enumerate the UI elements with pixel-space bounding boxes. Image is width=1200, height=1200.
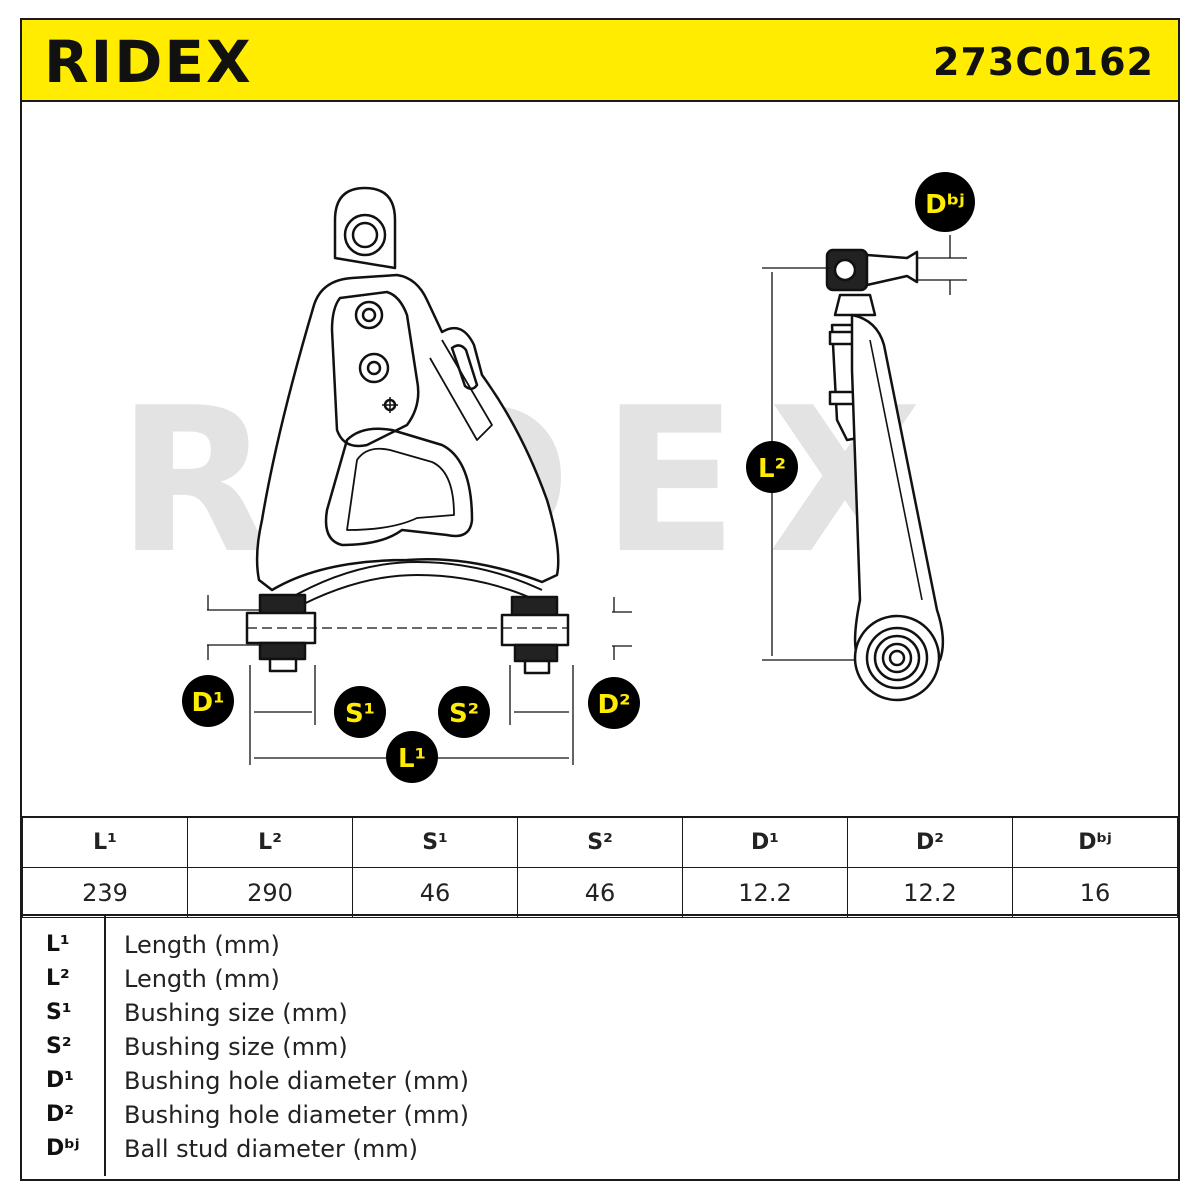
spec-header-row: L¹ L² S¹ S² D¹ D² Dᵇʲ xyxy=(22,816,1178,868)
spec-value: 46 xyxy=(517,867,683,918)
legend-code: S¹ xyxy=(46,1000,72,1025)
spec-value-row: 239 290 46 46 12.2 12.2 16 xyxy=(22,867,1178,918)
legend-item: S¹ Bushing size (mm) xyxy=(22,996,1178,1030)
legend-code: L¹ xyxy=(46,932,70,957)
legend-divider xyxy=(104,914,106,1176)
ridex-logo: RIDEX xyxy=(44,30,253,92)
control-arm-front-view xyxy=(245,186,570,675)
svg-text:Dᵇʲ: Dᵇʲ xyxy=(925,190,965,220)
header-bar: RIDEX 273C0162 xyxy=(22,20,1178,102)
technical-drawing: RIDEX xyxy=(117,172,975,783)
legend-item: L² Length (mm) xyxy=(22,962,1178,996)
legend-item: D² Bushing hole diameter (mm) xyxy=(22,1098,1178,1132)
legend-desc: Ball stud diameter (mm) xyxy=(124,1135,419,1163)
badge-l2: L² xyxy=(746,441,798,493)
svg-text:D²: D² xyxy=(598,690,631,720)
spec-value: 12.2 xyxy=(682,867,848,918)
svg-text:S¹: S¹ xyxy=(345,699,375,729)
badge-d2: D² xyxy=(588,677,640,729)
legend-code: Dᵇʲ xyxy=(46,1136,80,1161)
badge-d1: D¹ xyxy=(182,675,234,727)
spec-header: L² xyxy=(187,816,353,868)
svg-text:RIDEX: RIDEX xyxy=(44,30,253,92)
svg-text:L²: L² xyxy=(758,454,786,484)
spec-header: D¹ xyxy=(682,816,848,868)
control-arm-side-view xyxy=(825,248,945,702)
svg-text:S²: S² xyxy=(449,699,479,729)
badge-l1: L¹ xyxy=(386,731,438,783)
svg-text:D¹: D¹ xyxy=(192,688,225,718)
badge-s1: S¹ xyxy=(334,686,386,738)
legend-desc: Bushing size (mm) xyxy=(124,999,348,1027)
spec-value: 12.2 xyxy=(847,867,1013,918)
svg-text:L¹: L¹ xyxy=(398,744,426,774)
legend-code: D¹ xyxy=(46,1068,74,1093)
legend: L¹ Length (mm) L² Length (mm) S¹ Bushing… xyxy=(22,914,1178,1166)
badge-dbj: Dᵇʲ xyxy=(915,172,975,232)
spec-value: 46 xyxy=(352,867,518,918)
legend-desc: Bushing hole diameter (mm) xyxy=(124,1067,469,1095)
legend-desc: Length (mm) xyxy=(124,931,280,959)
spec-header: Dᵇʲ xyxy=(1012,816,1178,868)
legend-desc: Bushing size (mm) xyxy=(124,1033,348,1061)
product-sheet-frame: RIDEX 273C0162 RIDEX xyxy=(20,18,1180,1181)
spec-table: L¹ L² S¹ S² D¹ D² Dᵇʲ 239 290 46 46 12.2… xyxy=(22,816,1178,918)
legend-desc: Bushing hole diameter (mm) xyxy=(124,1101,469,1129)
legend-item: L¹ Length (mm) xyxy=(22,928,1178,962)
spec-header: S¹ xyxy=(352,816,518,868)
legend-item: Dᵇʲ Ball stud diameter (mm) xyxy=(22,1132,1178,1166)
part-number: 273C0162 xyxy=(933,40,1154,84)
legend-code: D² xyxy=(46,1102,74,1127)
legend-desc: Length (mm) xyxy=(124,965,280,993)
spec-header: D² xyxy=(847,816,1013,868)
legend-code: L² xyxy=(46,966,70,991)
spec-header: S² xyxy=(517,816,683,868)
badge-s2: S² xyxy=(438,686,490,738)
legend-item: D¹ Bushing hole diameter (mm) xyxy=(22,1064,1178,1098)
spec-header: L¹ xyxy=(22,816,188,868)
spec-value: 239 xyxy=(22,867,188,918)
spec-value: 290 xyxy=(187,867,353,918)
spec-value: 16 xyxy=(1012,867,1178,918)
legend-item: S² Bushing size (mm) xyxy=(22,1030,1178,1064)
legend-code: S² xyxy=(46,1034,72,1059)
